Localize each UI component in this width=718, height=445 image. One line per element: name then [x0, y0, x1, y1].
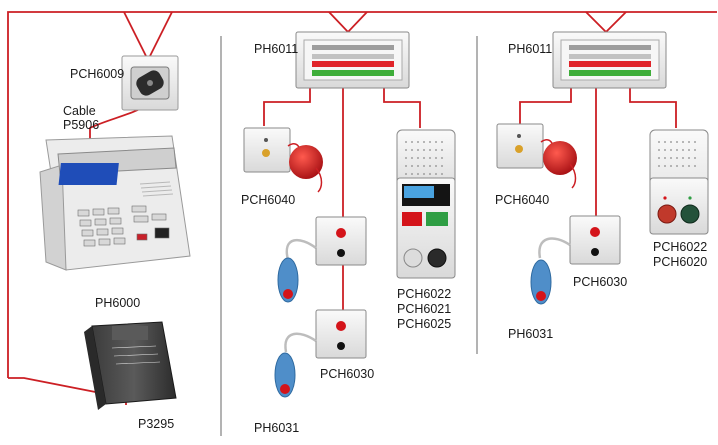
pull-cord-ball: [289, 145, 323, 179]
pendant-handset: [274, 352, 296, 398]
label-pch6030-a: PCH6030: [320, 367, 375, 381]
label-ph6031-a: PH6031: [254, 421, 300, 435]
pch6040-a-device: [243, 127, 323, 193]
wire-ph6011a-speaker: [383, 88, 421, 128]
ph6011-a-panel: [295, 31, 410, 89]
pch6030-a-lower: [274, 309, 367, 398]
console-speaker-grille: [139, 181, 174, 197]
label-cable: Cable: [63, 104, 96, 118]
bus-wire: [7, 11, 717, 378]
label-pch6040-b: PCH6040: [495, 193, 550, 207]
pendant-handset: [530, 259, 552, 305]
console-keypad: [77, 205, 170, 247]
pendant-handset: [277, 257, 299, 303]
label-speaker-a-2: PCH6021: [397, 302, 452, 316]
pch6030-b-device: [530, 215, 621, 305]
wire-ph6011a-pch6040: [263, 88, 311, 126]
wiring: [7, 11, 717, 405]
label-speaker-a-3: PCH6025: [397, 317, 452, 331]
pull-cord-ball: [543, 141, 577, 175]
wire-ph6011b-speaker: [629, 88, 677, 128]
label-pch6040-a: PCH6040: [241, 193, 296, 207]
speaker-unit-a: [396, 129, 456, 279]
pch6030-a-upper: [277, 216, 367, 303]
label-ph6011-b: PH6011: [508, 42, 553, 56]
p3295-power-supply: [84, 321, 177, 410]
label-pch6030-b: PCH6030: [573, 275, 628, 289]
label-speaker-a-1: PCH6022: [397, 287, 452, 301]
ph6011-a-drop-wire: [328, 11, 368, 34]
pch6009-device: [121, 55, 179, 111]
label-ph6011-a: PH6011: [254, 42, 299, 56]
pch6040-b-device: [496, 123, 577, 189]
wire-ph6011b-pch6040: [519, 88, 572, 124]
console-lcd: [58, 163, 119, 185]
pch6009-drop-wire: [123, 11, 173, 63]
speaker-unit-b: [649, 129, 709, 235]
ph6011-b-panel: [552, 31, 667, 89]
label-speaker-b-2: PCH6020: [653, 255, 708, 269]
label-p3295: P3295: [138, 417, 175, 431]
label-ph6031-b: PH6031: [508, 327, 554, 341]
ph6011-b-drop-wire: [585, 11, 627, 34]
label-speaker-b-1: PCH6022: [653, 240, 708, 254]
label-ph6000: PH6000: [95, 296, 141, 310]
ph6000-console: [39, 135, 191, 271]
label-cable-p5906: P5906: [63, 118, 100, 132]
label-pch6009: PCH6009: [70, 67, 125, 81]
